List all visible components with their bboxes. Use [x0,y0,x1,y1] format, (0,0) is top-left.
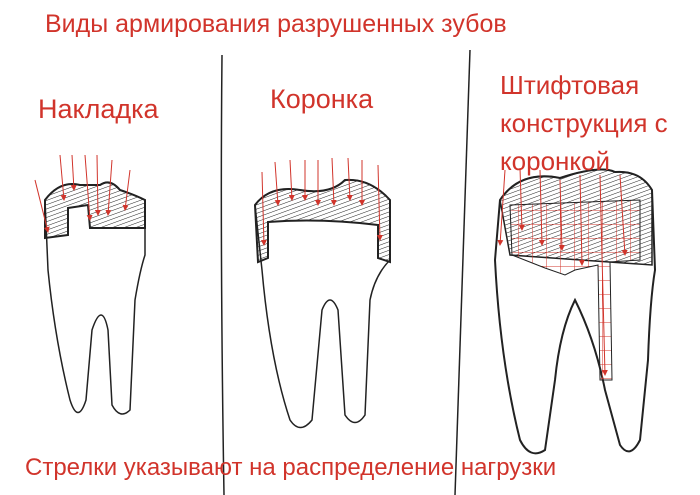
divider-2 [454,49,471,495]
tooth-post-crown [493,167,657,455]
panel-label-crown: Коронка [270,84,374,114]
footer-caption: Стрелки указывают на распределение нагру… [25,454,557,481]
page-title: Виды армирования разрушенных зубов [45,10,507,38]
panel-label-post-crown: Штифтовая конструкция с коронкой [500,70,668,176]
tooth-onlay [34,154,146,415]
divider-1 [220,54,225,495]
panel-label-onlay: Накладка [38,94,159,124]
tooth-crown [253,157,391,429]
